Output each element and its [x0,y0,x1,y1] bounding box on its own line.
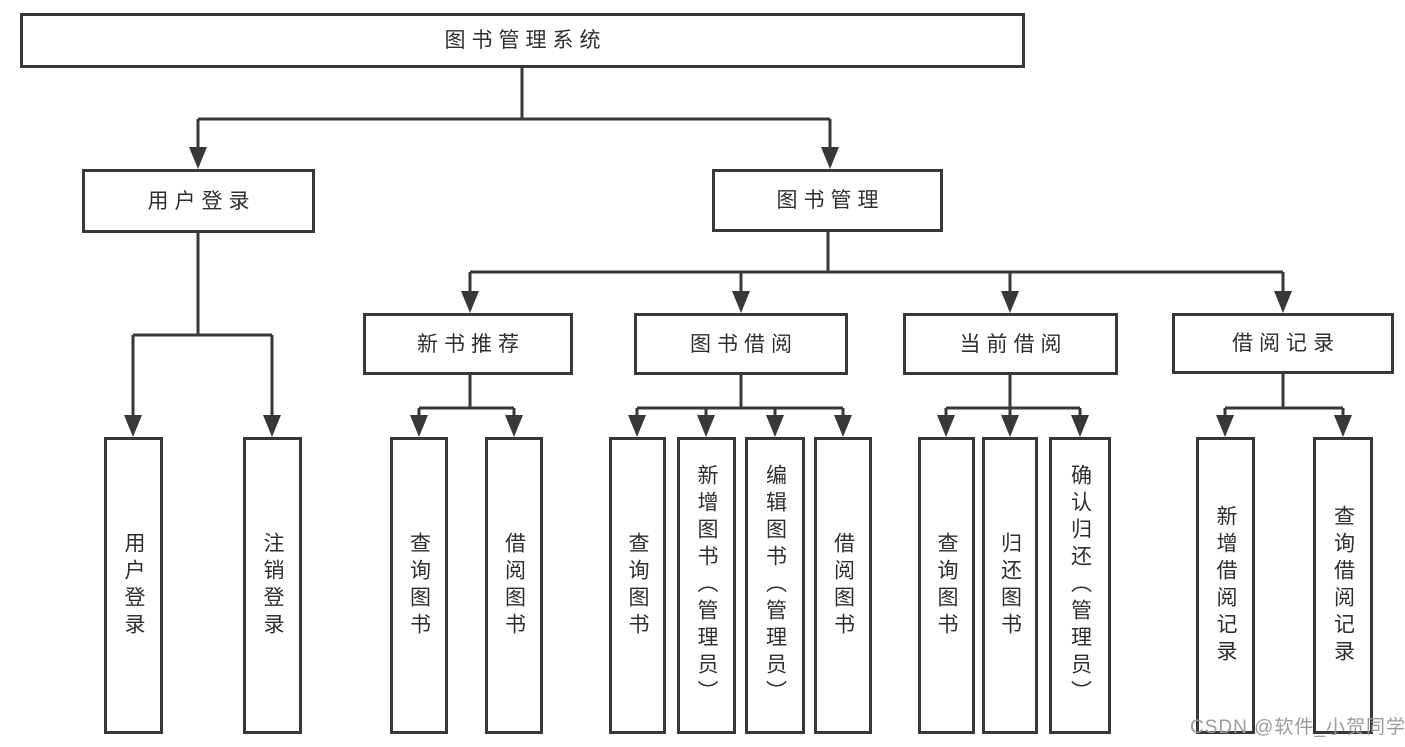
arrowhead [124,415,142,437]
arrowhead [766,415,784,437]
arrowhead [697,415,715,437]
arrowhead [410,415,428,437]
connector-root-to-level1 [196,68,832,152]
arrowhead [1334,415,1352,437]
arrowhead [1001,291,1019,313]
connector-new-book-to-leaves [417,375,516,420]
leaf-logout: 注销登录 [243,437,302,734]
arrowhead [505,415,523,437]
arrowhead [821,147,839,169]
leaf-return-books: 归还图书 [982,437,1038,734]
leaf-add-borrow-record: 新增借阅记录 [1196,437,1255,734]
node-user-login: 用户登录 [82,169,315,233]
arrowhead [834,415,852,437]
connector-borrow-record-to-leaves [1223,374,1345,420]
connector-user-login-to-leaves [131,233,274,420]
arrowhead [263,415,281,437]
arrowhead [1001,415,1019,437]
leaf-query-books-current: 查询图书 [918,437,975,734]
arrowhead [461,291,479,313]
leaf-borrow-books: 借阅图书 [814,437,872,734]
node-new-book-recommend: 新书推荐 [363,313,573,375]
leaf-edit-books-admin: 编辑图书（管理员） [745,437,805,734]
arrowhead [937,415,955,437]
arrowhead [1071,415,1089,437]
leaf-query-books-borrow: 查询图书 [609,437,666,734]
node-book-borrow: 图书借阅 [634,313,848,375]
node-book-management: 图书管理 [712,169,943,232]
node-borrow-records: 借阅记录 [1172,313,1394,374]
node-current-borrow: 当前借阅 [903,313,1118,375]
leaf-query-borrow-record: 查询借阅记录 [1313,437,1373,734]
connector-book-borrow-to-leaves [635,375,845,420]
connector-current-borrow-to-leaves [944,375,1082,420]
node-library-management-system: 图书管理系统 [20,13,1025,68]
leaf-borrow-books-recommend: 借阅图书 [485,437,543,734]
arrowhead [628,415,646,437]
arrowhead [189,147,207,169]
csdn-watermark: CSDN @软件_小贺同学 [1190,717,1405,738]
arrowhead [1274,291,1292,313]
leaf-user-login: 用户登录 [104,437,163,734]
leaf-query-books-recommend: 查询图书 [390,437,448,734]
leaf-confirm-return-admin: 确认归还（管理员） [1049,437,1111,734]
connector-book-mgmt-to-level2 [468,232,1285,296]
arrowhead [1216,415,1234,437]
arrowhead [732,291,750,313]
leaf-add-books-admin: 新增图书（管理员） [677,437,736,734]
